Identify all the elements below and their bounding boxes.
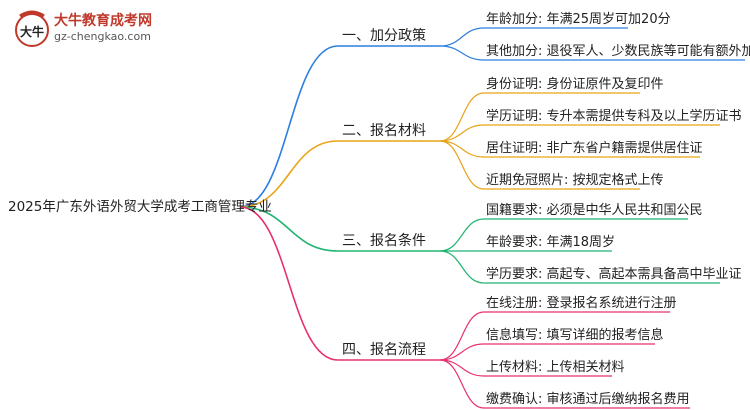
leaf-label: 在线注册: 登录报名系统进行注册 [486, 296, 677, 311]
leaf-connector [439, 124, 485, 142]
leaf-label: 缴费确认: 审核通过后缴纳报名费用 [486, 392, 690, 407]
leaf-label: 身份证明: 身份证原件及复印件 [486, 77, 664, 92]
leaf-label: 学历证明: 专升本需提供专科及以上学历证书 [486, 109, 742, 124]
leaf-label: 上传材料: 上传相关材料 [486, 360, 625, 375]
logo-url: gz-chengkao.com [54, 30, 151, 43]
leaf-connector [439, 45, 485, 61]
branch-label: 一、加分政策 [342, 28, 426, 44]
leaf-label: 居住证明: 非广东省户籍需提供居住证 [486, 141, 703, 156]
leaf-label: 近期免冠照片: 按规定格式上传 [486, 173, 664, 188]
leaf-connector [439, 311, 485, 361]
leaf-connector [439, 140, 485, 158]
logo-mark: 大牛 [20, 24, 44, 39]
branch-connector [239, 45, 339, 208]
leaf-label: 信息填写: 填写详细的报考信息 [486, 328, 664, 343]
logo-title: 大牛教育成考网 [54, 13, 152, 29]
branch-label: 四、报名流程 [342, 342, 426, 358]
leaf-label: 学历要求: 高起专、高起本需具备高中毕业证 [486, 267, 742, 282]
root-topic: 2025年广东外语外贸大学成考工商管理专业 [8, 199, 272, 215]
branch-connector [239, 140, 339, 208]
leaf-connector [439, 218, 485, 252]
leaf-label: 国籍要求: 必须是中华人民共和国公民 [486, 203, 703, 218]
branch-connector [239, 206, 339, 361]
branch-label: 二、报名材料 [342, 123, 426, 139]
leaf-label: 其他加分: 退役军人、少数民族等可能有额外加分 [486, 44, 750, 59]
bull-logo-icon: 大牛 [15, 10, 49, 47]
leaf-connector [439, 27, 485, 47]
branch-connector [239, 206, 339, 252]
leaf-connector [439, 359, 485, 377]
logo: 大牛 大牛教育成考网 gz-chengkao.com [14, 6, 164, 56]
branch-label: 三、报名条件 [342, 233, 426, 249]
leaf-connector [439, 250, 485, 284]
leaf-label: 年龄加分: 年满25周岁可加20分 [486, 12, 671, 27]
leaf-label: 年龄要求: 年满18周岁 [486, 235, 616, 250]
leaf-connector [439, 343, 485, 361]
leaf-connector [439, 359, 485, 409]
leaf-connector [439, 92, 485, 142]
leaf-connector [439, 140, 485, 190]
